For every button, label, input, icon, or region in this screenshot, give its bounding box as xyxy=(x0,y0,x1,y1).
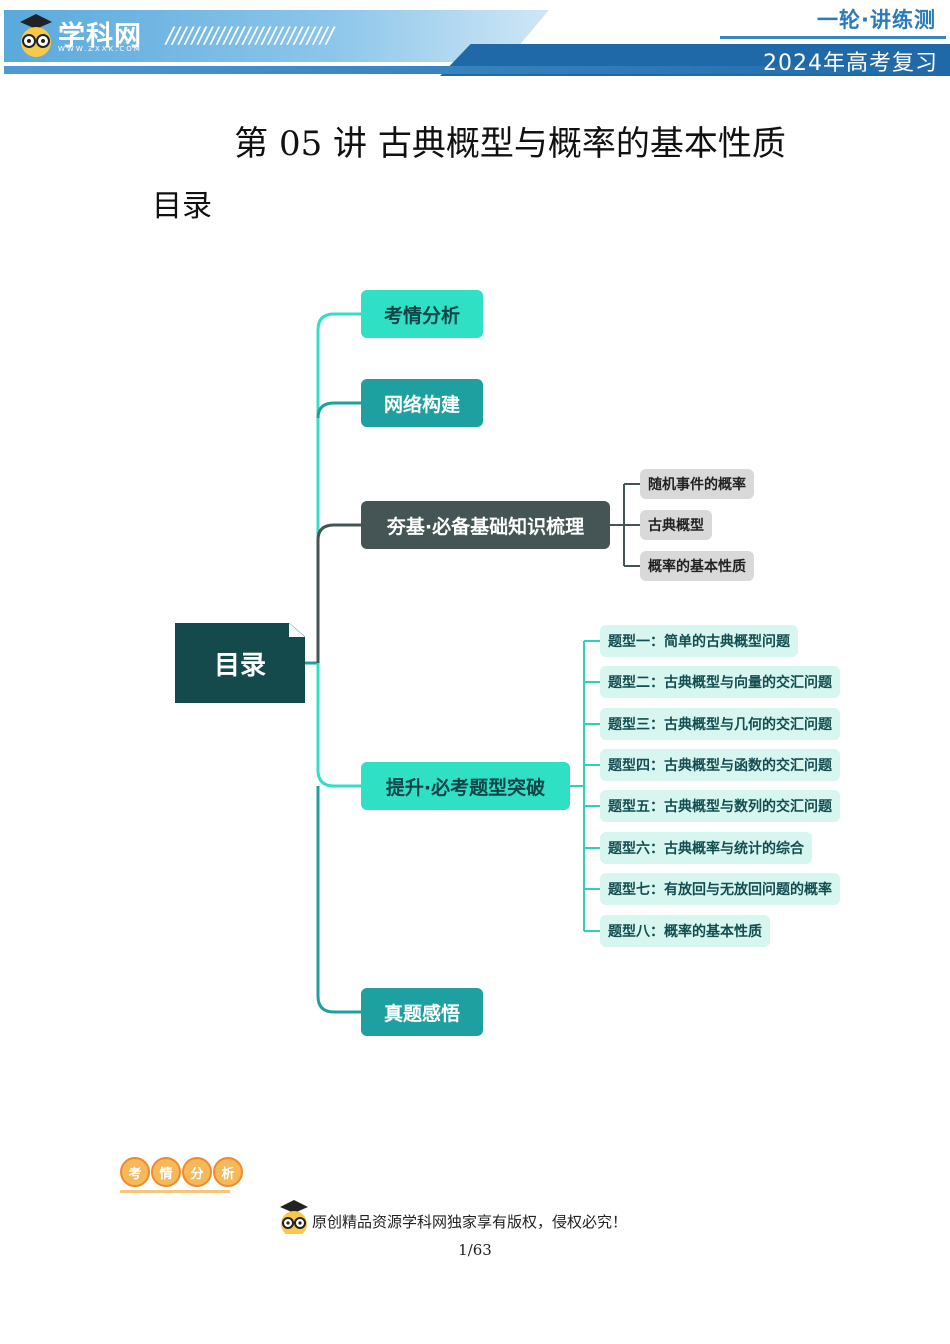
exam-label: 2024年高考复习 xyxy=(763,51,938,76)
owl-footer-icon xyxy=(280,1200,308,1234)
header-banner xyxy=(4,10,549,62)
topic-classical-model: 古典概型 xyxy=(640,510,712,540)
question-type-4: 题型四：古典概型与函数的交汇问题 xyxy=(600,749,840,781)
badge-underline xyxy=(120,1190,230,1193)
question-type-1: 题型一：简单的古典概型问题 xyxy=(600,625,798,657)
question-type-6: 题型六：古典概率与统计的综合 xyxy=(600,832,812,864)
question-type-2: 题型二：古典概型与向量的交汇问题 xyxy=(600,666,840,698)
section-exam-analysis: 考情分析 xyxy=(361,290,483,338)
section-badge: 考 情 分 析 xyxy=(120,1157,243,1187)
toc-heading: 目录 xyxy=(152,189,212,224)
question-type-5: 题型五：古典概型与数列的交汇问题 xyxy=(600,790,840,822)
section-question-types: 提升·必考题型突破 xyxy=(361,762,570,810)
header-decoration: ////////////////////////// xyxy=(166,24,334,49)
copyright-notice: 原创精品资源学科网独家享有版权，侵权必究！ xyxy=(312,1213,628,1231)
question-type-3: 题型三：古典概型与几何的交汇问题 xyxy=(600,708,840,740)
header-accent-line xyxy=(720,36,946,39)
header-divider xyxy=(4,66,950,74)
section-basic-knowledge: 夯基·必备基础知识梳理 xyxy=(361,501,610,549)
question-type-7: 题型七：有放回与无放回问题的概率 xyxy=(600,873,840,905)
mindmap-connectors xyxy=(305,312,640,1014)
badge-char: 情 xyxy=(151,1157,181,1187)
section-network-build: 网络构建 xyxy=(361,379,483,427)
badge-char: 析 xyxy=(213,1157,243,1187)
topic-random-event: 随机事件的概率 xyxy=(640,469,754,499)
page-number: 1/63 xyxy=(458,1241,492,1259)
series-label: 一轮·讲练测 xyxy=(817,8,936,32)
badge-char: 考 xyxy=(120,1157,150,1187)
question-type-8: 题型八：概率的基本性质 xyxy=(600,915,770,947)
section-real-exam: 真题感悟 xyxy=(361,988,483,1036)
logo-url: WWW.ZXXK.COM xyxy=(58,45,142,53)
logo-wordmark: 学科网 xyxy=(58,21,142,52)
owl-logo-icon xyxy=(20,14,52,57)
mindmap-root-label: 目录 xyxy=(213,650,266,681)
mindmap-root: 目录 xyxy=(175,623,305,703)
topic-probability-properties: 概率的基本性质 xyxy=(640,551,754,581)
page-title: 第 05 讲 古典概型与概率的基本性质 xyxy=(234,124,786,164)
badge-char: 分 xyxy=(182,1157,212,1187)
